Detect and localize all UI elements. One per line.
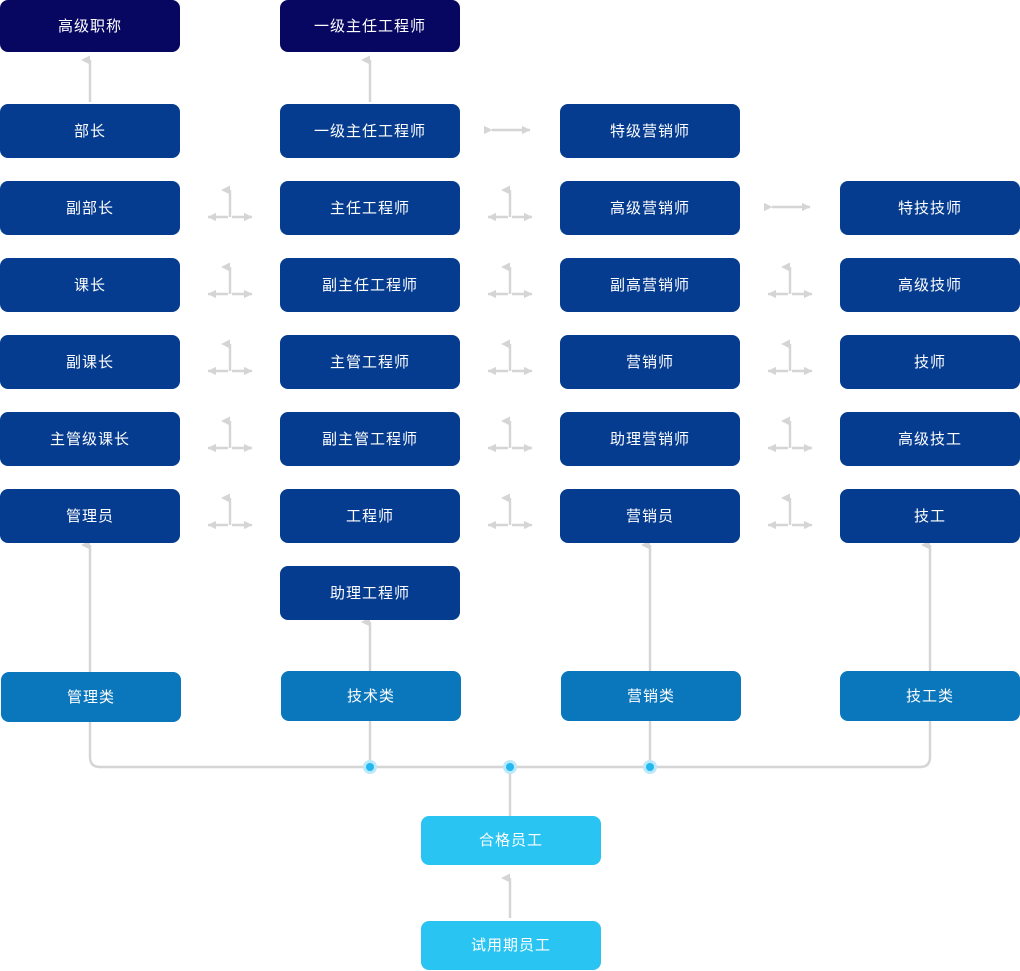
base-node-qualified-employee[interactable]: 合格员工 — [421, 816, 601, 865]
rank-node-craft-1[interactable]: 特技技师 — [840, 181, 1020, 235]
rank-node-technical-4[interactable]: 主管工程师 — [280, 335, 460, 389]
rank-node-management-6[interactable]: 管理员 — [0, 489, 180, 543]
tri-directional-arrow-icon — [767, 339, 813, 376]
rank-node-marketing-3[interactable]: 副高营销师 — [560, 258, 740, 312]
junction-dot-icon — [363, 760, 377, 774]
category-node-management[interactable]: 管理类 — [1, 672, 181, 722]
rank-node-technical-6[interactable]: 工程师 — [280, 489, 460, 543]
rank-node-craft-2[interactable]: 高级技师 — [840, 258, 1020, 312]
rank-node-craft-4[interactable]: 高级技工 — [840, 412, 1020, 466]
tri-directional-arrow-icon — [767, 493, 813, 530]
tri-directional-arrow-icon — [487, 339, 533, 376]
tri-directional-arrow-icon — [207, 416, 253, 453]
rank-node-technical-7[interactable]: 助理工程师 — [280, 566, 460, 620]
rank-node-management-1[interactable]: 部长 — [0, 104, 180, 158]
tri-directional-arrow-icon — [767, 262, 813, 299]
tri-directional-arrow-icon — [207, 262, 253, 299]
tri-directional-arrow-icon — [487, 262, 533, 299]
bus-right-branch — [510, 721, 932, 769]
junction-dot-icon — [503, 760, 517, 774]
tri-directional-arrow-icon — [487, 416, 533, 453]
bus-left-branch — [88, 721, 510, 769]
rank-node-management-4[interactable]: 副课长 — [0, 335, 180, 389]
tri-directional-arrow-icon — [487, 493, 533, 530]
rank-node-technical-2[interactable]: 主任工程师 — [280, 181, 460, 235]
rank-node-technical-3[interactable]: 副主任工程师 — [280, 258, 460, 312]
junction-dot-icon — [643, 760, 657, 774]
rank-node-management-5[interactable]: 主管级课长 — [0, 412, 180, 466]
category-node-marketing[interactable]: 营销类 — [561, 671, 741, 721]
rank-node-craft-3[interactable]: 技师 — [840, 335, 1020, 389]
top-node-technical[interactable]: 一级主任工程师 — [280, 0, 460, 52]
rank-node-marketing-4[interactable]: 营销师 — [560, 335, 740, 389]
rank-node-marketing-1[interactable]: 特级营销师 — [560, 104, 740, 158]
rank-node-management-3[interactable]: 课长 — [0, 258, 180, 312]
tri-directional-arrow-icon — [767, 416, 813, 453]
rank-node-marketing-5[interactable]: 助理营销师 — [560, 412, 740, 466]
rank-node-technical-5[interactable]: 副主管工程师 — [280, 412, 460, 466]
rank-node-marketing-2[interactable]: 高级营销师 — [560, 181, 740, 235]
tri-directional-arrow-icon — [207, 493, 253, 530]
rank-node-management-2[interactable]: 副部长 — [0, 181, 180, 235]
category-node-craft[interactable]: 技工类 — [840, 671, 1020, 721]
base-node-probation-employee[interactable]: 试用期员工 — [421, 921, 601, 970]
tri-directional-arrow-icon — [487, 185, 533, 222]
tri-directional-arrow-icon — [207, 339, 253, 376]
rank-node-technical-1[interactable]: 一级主任工程师 — [280, 104, 460, 158]
category-node-technical[interactable]: 技术类 — [281, 671, 461, 721]
rank-node-craft-5[interactable]: 技工 — [840, 489, 1020, 543]
top-node-management[interactable]: 高级职称 — [0, 0, 180, 52]
tri-directional-arrow-icon — [207, 185, 253, 222]
rank-node-marketing-6[interactable]: 营销员 — [560, 489, 740, 543]
